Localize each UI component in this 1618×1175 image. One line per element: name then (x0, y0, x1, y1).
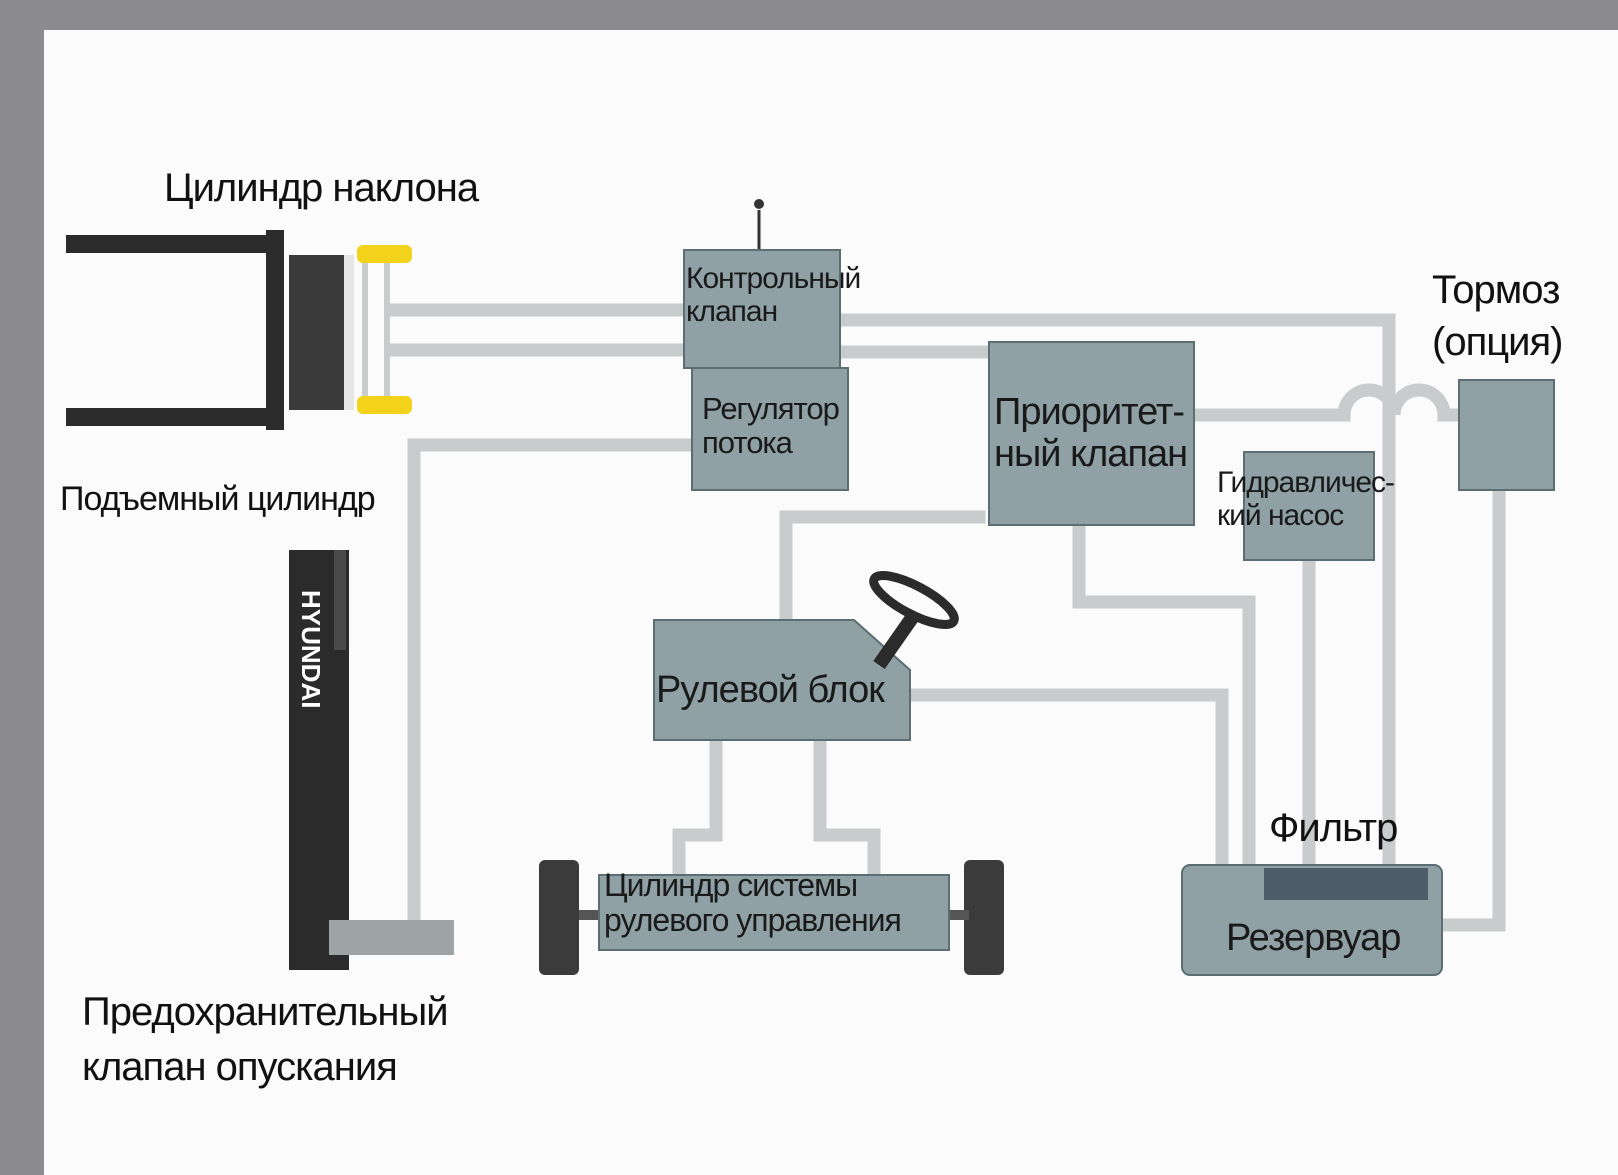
pipes (387, 303, 1506, 932)
filter-label: Фильтр (1269, 806, 1398, 850)
diagram-canvas: HYUNDAI Цилиндр наклона Подъемный цилинд… (44, 30, 1618, 1175)
lift-cylinder-label: Подъемный цилиндр (60, 480, 376, 518)
steering-cylinder-label-line2: рулевого управления (604, 902, 902, 939)
pipe-steering-to-cyl-right (813, 733, 881, 887)
tilt-cylinder-graphic (66, 230, 412, 430)
control-valve-label: Контрольный клапан (686, 262, 861, 328)
flow-regulator-label-line1: Регулятор (702, 391, 840, 426)
hydraulic-pump-label: Гидравличес- кий насос (1217, 466, 1395, 532)
pipe-priority-to-reservoir (1072, 518, 1256, 887)
control-valve-label-line2: клапан (686, 295, 778, 328)
brake-label-line2: (опция) (1432, 320, 1563, 364)
reservoir-label: Резервуар (1226, 917, 1401, 959)
brake-box (1458, 379, 1555, 491)
hydraulic-pump-label-line2: кий насос (1217, 499, 1344, 532)
control-valve-label-line1: Контрольный (686, 262, 861, 295)
steering-unit-label: Рулевой блок (656, 669, 885, 711)
steering-unit-graphic (653, 571, 959, 741)
pipe-steering-to-cyl-left (672, 733, 723, 887)
pipe-lift-line (407, 438, 701, 922)
priority-valve-label-line1: Приоритет- (994, 391, 1185, 433)
priority-valve-label: Приоритет- ный клапан (994, 391, 1188, 476)
steering-cylinder-label-line1: Цилиндр системы (604, 867, 858, 903)
pipe-control-to-right (833, 313, 1396, 867)
priority-valve-label-line2: ный клапан (994, 432, 1188, 475)
mast-brand-text: HYUNDAI (296, 590, 326, 708)
lift-cylinder-graphic: HYUNDAI (289, 550, 454, 970)
pipe-brake-to-reservoir (1432, 483, 1506, 932)
steering-cylinder-graphic (539, 860, 1004, 975)
hydraulic-pump-box (1243, 451, 1375, 561)
hydraulic-schematic: HYUNDAI (66, 199, 1555, 976)
priority-valve-box (988, 341, 1195, 526)
hydraulic-pump-label-line1: Гидравличес- (1217, 466, 1395, 499)
control-valve-graphic (683, 199, 849, 491)
safety-valve-label-line2: клапан опускания (82, 1045, 398, 1089)
reservoir-graphic (1181, 864, 1443, 976)
steering-cylinder-label: Цилиндр системы рулевого управления (604, 867, 902, 939)
brake-label-line1: Тормоз (1432, 268, 1560, 312)
safety-valve-label-line1: Предохранительный (82, 990, 449, 1034)
flow-regulator-label-line2: потока (702, 425, 793, 461)
pipe-steering-to-reservoir (903, 688, 1229, 887)
pipe-priority-to-steering (779, 510, 986, 627)
flow-regulator-label: Регулятор потока (702, 391, 840, 461)
pipe-priority-to-brake (1187, 383, 1466, 422)
tilt-cylinder-label: Цилиндр наклона (164, 166, 479, 210)
